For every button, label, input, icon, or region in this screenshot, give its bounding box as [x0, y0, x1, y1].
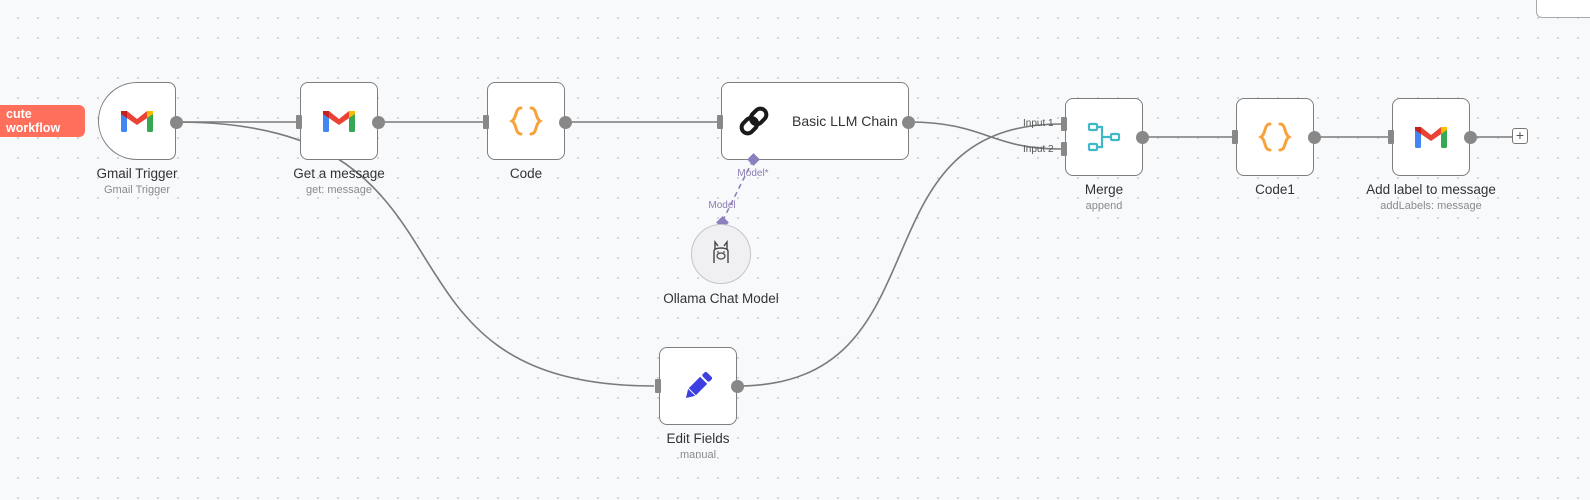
edge-trigger-to-edit-fields	[175, 121, 655, 387]
canvas-corner-button[interactable]	[1536, 0, 1590, 18]
node-edit-fields[interactable]	[659, 347, 737, 425]
code1-title: Code1	[1255, 182, 1295, 197]
code1-output-handle[interactable]	[1308, 131, 1321, 144]
gmail-trigger-title: Gmail Trigger	[96, 166, 178, 181]
code1-input-handle[interactable]	[1232, 130, 1238, 144]
edit-fields-output-handle[interactable]	[731, 380, 744, 393]
node-code1[interactable]	[1236, 98, 1314, 176]
merge-input-2-label: Input 2	[1023, 144, 1054, 155]
code-braces-icon	[1255, 117, 1295, 157]
get-message-subtitle: get: message	[305, 184, 373, 196]
merge-subtitle: append	[1085, 200, 1123, 212]
edit-fields-subtitle: manual	[679, 449, 717, 461]
merge-input-1-label: Input 1	[1023, 118, 1054, 129]
ollama-chat-model-title: Ollama Chat Model	[663, 291, 779, 306]
code-title: Code	[509, 166, 543, 181]
ollama-model-port-label: Model	[708, 200, 736, 211]
node-code[interactable]	[487, 82, 565, 160]
gmail-icon	[117, 101, 157, 141]
add-node-button[interactable]: +	[1512, 128, 1528, 144]
add-label-output-handle[interactable]	[1464, 131, 1477, 144]
add-label-title: Add label to message	[1366, 182, 1496, 197]
basic-llm-chain-title: Basic LLM Chain	[792, 113, 898, 129]
node-merge[interactable]	[1065, 98, 1143, 176]
llm-chain-model-port-label: Model*	[737, 168, 769, 179]
edit-fields-title: Edit Fields	[666, 431, 730, 446]
execute-workflow-button[interactable]: cute workflow	[0, 105, 85, 137]
gmail-trigger-subtitle: Gmail Trigger	[103, 184, 171, 196]
code-input-handle[interactable]	[483, 115, 489, 129]
get-message-output-handle[interactable]	[372, 116, 385, 129]
edit-fields-input-handle[interactable]	[655, 379, 661, 393]
gmail-trigger-output-handle[interactable]	[170, 116, 183, 129]
merge-output-handle[interactable]	[1136, 131, 1149, 144]
get-message-title: Get a message	[293, 166, 385, 181]
gmail-icon	[319, 101, 359, 141]
code-braces-icon	[506, 101, 546, 141]
llm-chain-output-handle[interactable]	[902, 116, 915, 129]
node-get-message[interactable]	[300, 82, 378, 160]
node-gmail-trigger[interactable]	[98, 82, 176, 160]
merge-input-2-handle[interactable]	[1061, 142, 1067, 156]
merge-icon	[1084, 117, 1124, 157]
add-label-input-handle[interactable]	[1388, 130, 1394, 144]
code-output-handle[interactable]	[559, 116, 572, 129]
llama-icon	[709, 239, 733, 270]
pencil-icon	[678, 366, 718, 406]
merge-input-1-handle[interactable]	[1061, 117, 1067, 131]
merge-title: Merge	[1084, 182, 1124, 197]
node-add-label-to-message[interactable]	[1392, 98, 1470, 176]
llm-chain-input-handle[interactable]	[717, 115, 723, 129]
add-label-subtitle: addLabels: message	[1380, 200, 1482, 212]
gmail-icon	[1411, 117, 1451, 157]
node-ollama-chat-model[interactable]	[691, 224, 751, 284]
chain-link-icon	[734, 101, 774, 141]
edge-edit-fields-to-merge	[736, 123, 1062, 387]
node-basic-llm-chain[interactable]: Basic LLM Chain	[721, 82, 909, 160]
get-message-input-handle[interactable]	[296, 115, 302, 129]
